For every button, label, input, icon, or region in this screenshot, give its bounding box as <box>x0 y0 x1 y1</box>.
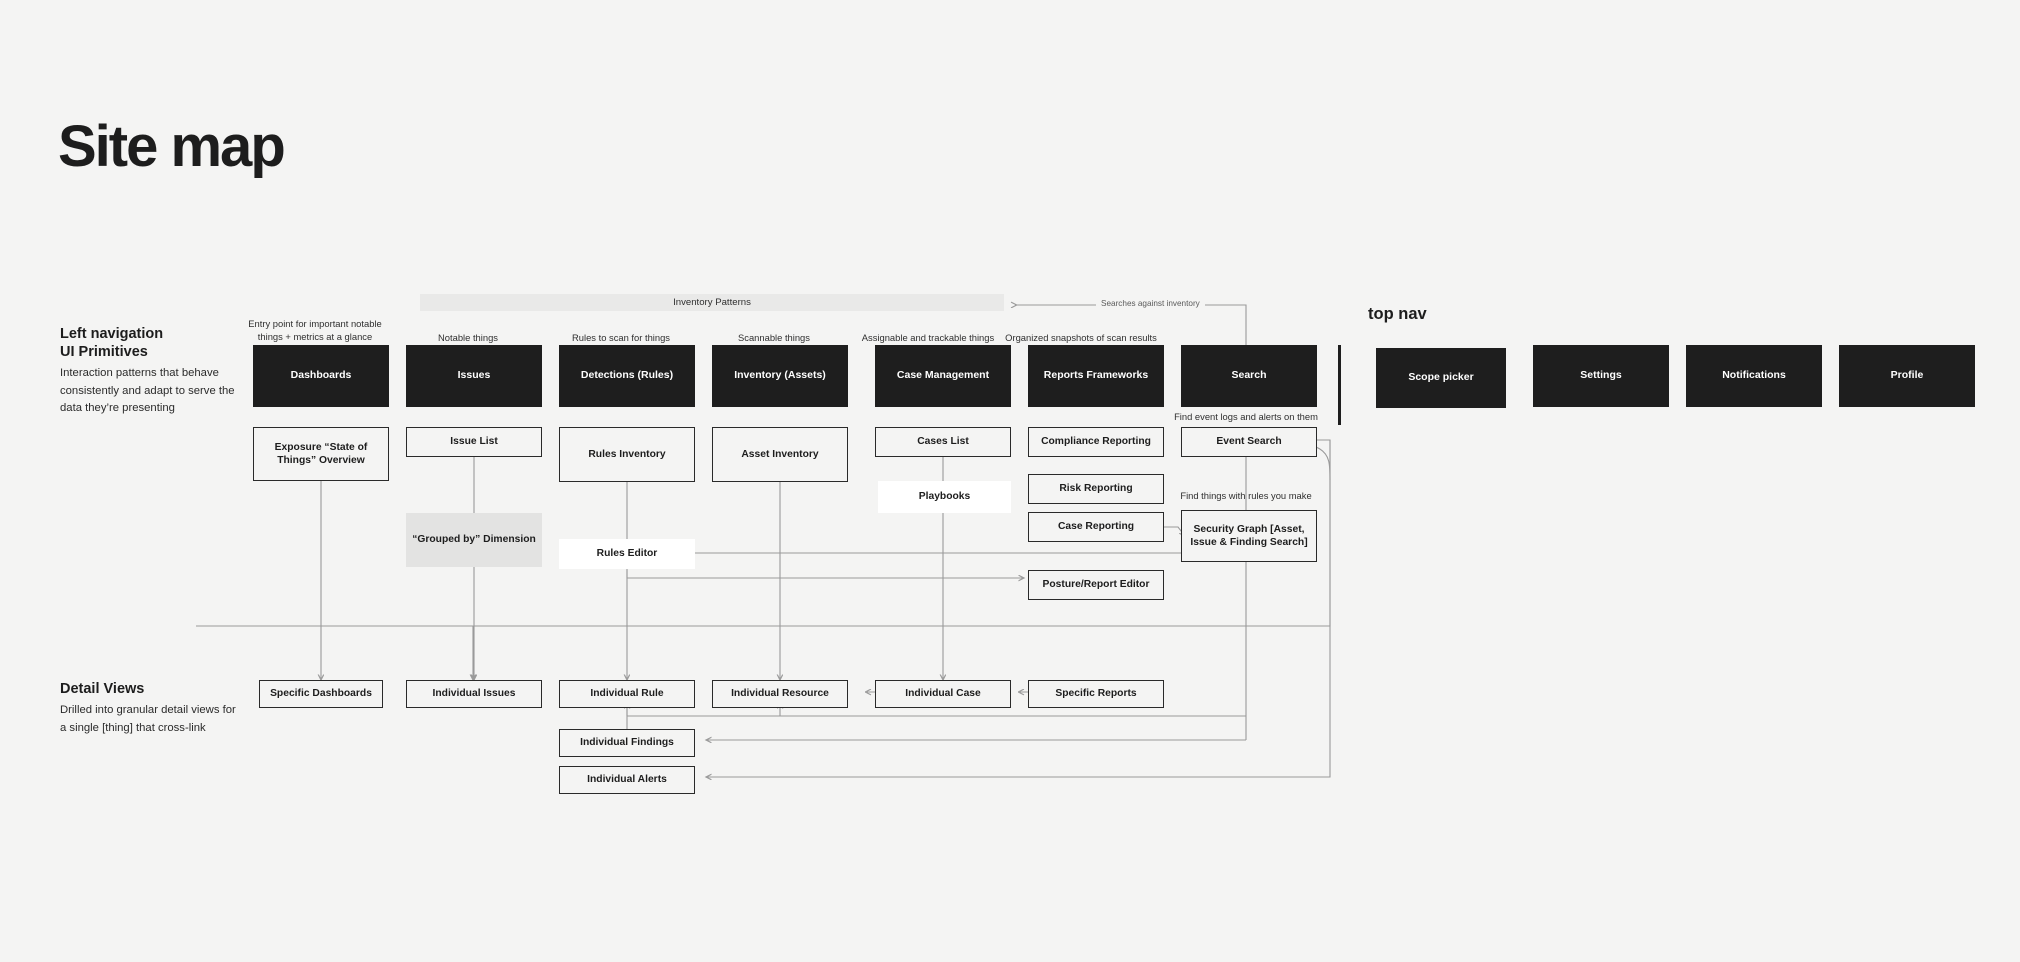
rail-left-nav-description: Interaction patterns that behave consist… <box>60 367 235 415</box>
view-rules-editor[interactable]: Rules Editor <box>559 539 695 569</box>
wire-label-searches-against-inventory: Searches against inventory <box>1096 299 1205 308</box>
caption-inventory: Scannable things <box>738 332 810 343</box>
caption-dashboards: Entry point for important notable things… <box>248 318 382 342</box>
nav-item-case-management[interactable]: Case Management <box>875 345 1011 407</box>
caption-case-management: Assignable and trackable things <box>861 332 995 343</box>
rail-left-nav-heading-2: UI Primitives <box>60 344 148 361</box>
view-grouped-by-dimension[interactable]: “Grouped by” Dimension <box>406 513 542 567</box>
caption-detections: Rules to scan for things <box>572 332 670 343</box>
view-playbooks[interactable]: Playbooks <box>878 481 1011 513</box>
detail-individual-case[interactable]: Individual Case <box>875 680 1011 708</box>
view-exposure-overview[interactable]: Exposure “State of Things” Overview <box>253 427 389 481</box>
page-title: Site map <box>58 114 286 179</box>
top-nav-label: top nav <box>1368 305 1427 323</box>
band-inventory-patterns: Inventory Patterns <box>420 294 1004 311</box>
nav-item-dashboards[interactable]: Dashboards <box>253 345 389 407</box>
nav-section-divider <box>1338 345 1341 425</box>
detail-individual-resource[interactable]: Individual Resource <box>712 680 848 708</box>
view-cases-list[interactable]: Cases List <box>875 427 1011 457</box>
rail-detail-description: Drilled into granular detail views for a… <box>60 704 236 734</box>
view-asset-inventory[interactable]: Asset Inventory <box>712 427 848 482</box>
detail-individual-findings[interactable]: Individual Findings <box>559 729 695 757</box>
view-case-reporting[interactable]: Case Reporting <box>1028 512 1164 542</box>
caption-security-graph: Find things with rules you make <box>1180 490 1312 501</box>
view-issue-list[interactable]: Issue List <box>406 427 542 457</box>
detail-specific-reports[interactable]: Specific Reports <box>1028 680 1164 708</box>
caption-search-below: Find event logs and alerts on them <box>1174 411 1318 422</box>
view-rules-inventory[interactable]: Rules Inventory <box>559 427 695 482</box>
view-event-search[interactable]: Event Search <box>1181 427 1317 457</box>
caption-reports: Organized snapshots of scan results <box>1005 332 1157 343</box>
nav-item-inventory[interactable]: Inventory (Assets) <box>712 345 848 407</box>
detail-individual-alerts[interactable]: Individual Alerts <box>559 766 695 794</box>
detail-specific-dashboards[interactable]: Specific Dashboards <box>259 680 383 708</box>
rail-left-navigation: Left navigation UI Primitives Interactio… <box>60 325 245 418</box>
detail-individual-issues[interactable]: Individual Issues <box>406 680 542 708</box>
top-nav-notifications[interactable]: Notifications <box>1686 345 1822 407</box>
nav-item-issues[interactable]: Issues <box>406 345 542 407</box>
rail-detail-views: Detail Views Drilled into granular detai… <box>60 680 245 737</box>
top-nav-scope-picker[interactable]: Scope picker <box>1376 348 1506 408</box>
view-risk-reporting[interactable]: Risk Reporting <box>1028 474 1164 504</box>
caption-issues: Notable things <box>438 332 498 343</box>
top-nav-profile[interactable]: Profile <box>1839 345 1975 407</box>
rail-left-nav-heading-1: Left navigation <box>60 326 164 342</box>
nav-item-detections[interactable]: Detections (Rules) <box>559 345 695 407</box>
view-security-graph[interactable]: Security Graph [Asset, Issue & Finding S… <box>1181 510 1317 562</box>
view-posture-report-editor[interactable]: Posture/Report Editor <box>1028 570 1164 600</box>
nav-item-search[interactable]: Search <box>1181 345 1317 407</box>
top-nav-settings[interactable]: Settings <box>1533 345 1669 407</box>
rail-detail-heading: Detail Views <box>60 681 145 697</box>
detail-individual-rule[interactable]: Individual Rule <box>559 680 695 708</box>
nav-item-reports-frameworks[interactable]: Reports Frameworks <box>1028 345 1164 407</box>
view-compliance-reporting[interactable]: Compliance Reporting <box>1028 427 1164 457</box>
